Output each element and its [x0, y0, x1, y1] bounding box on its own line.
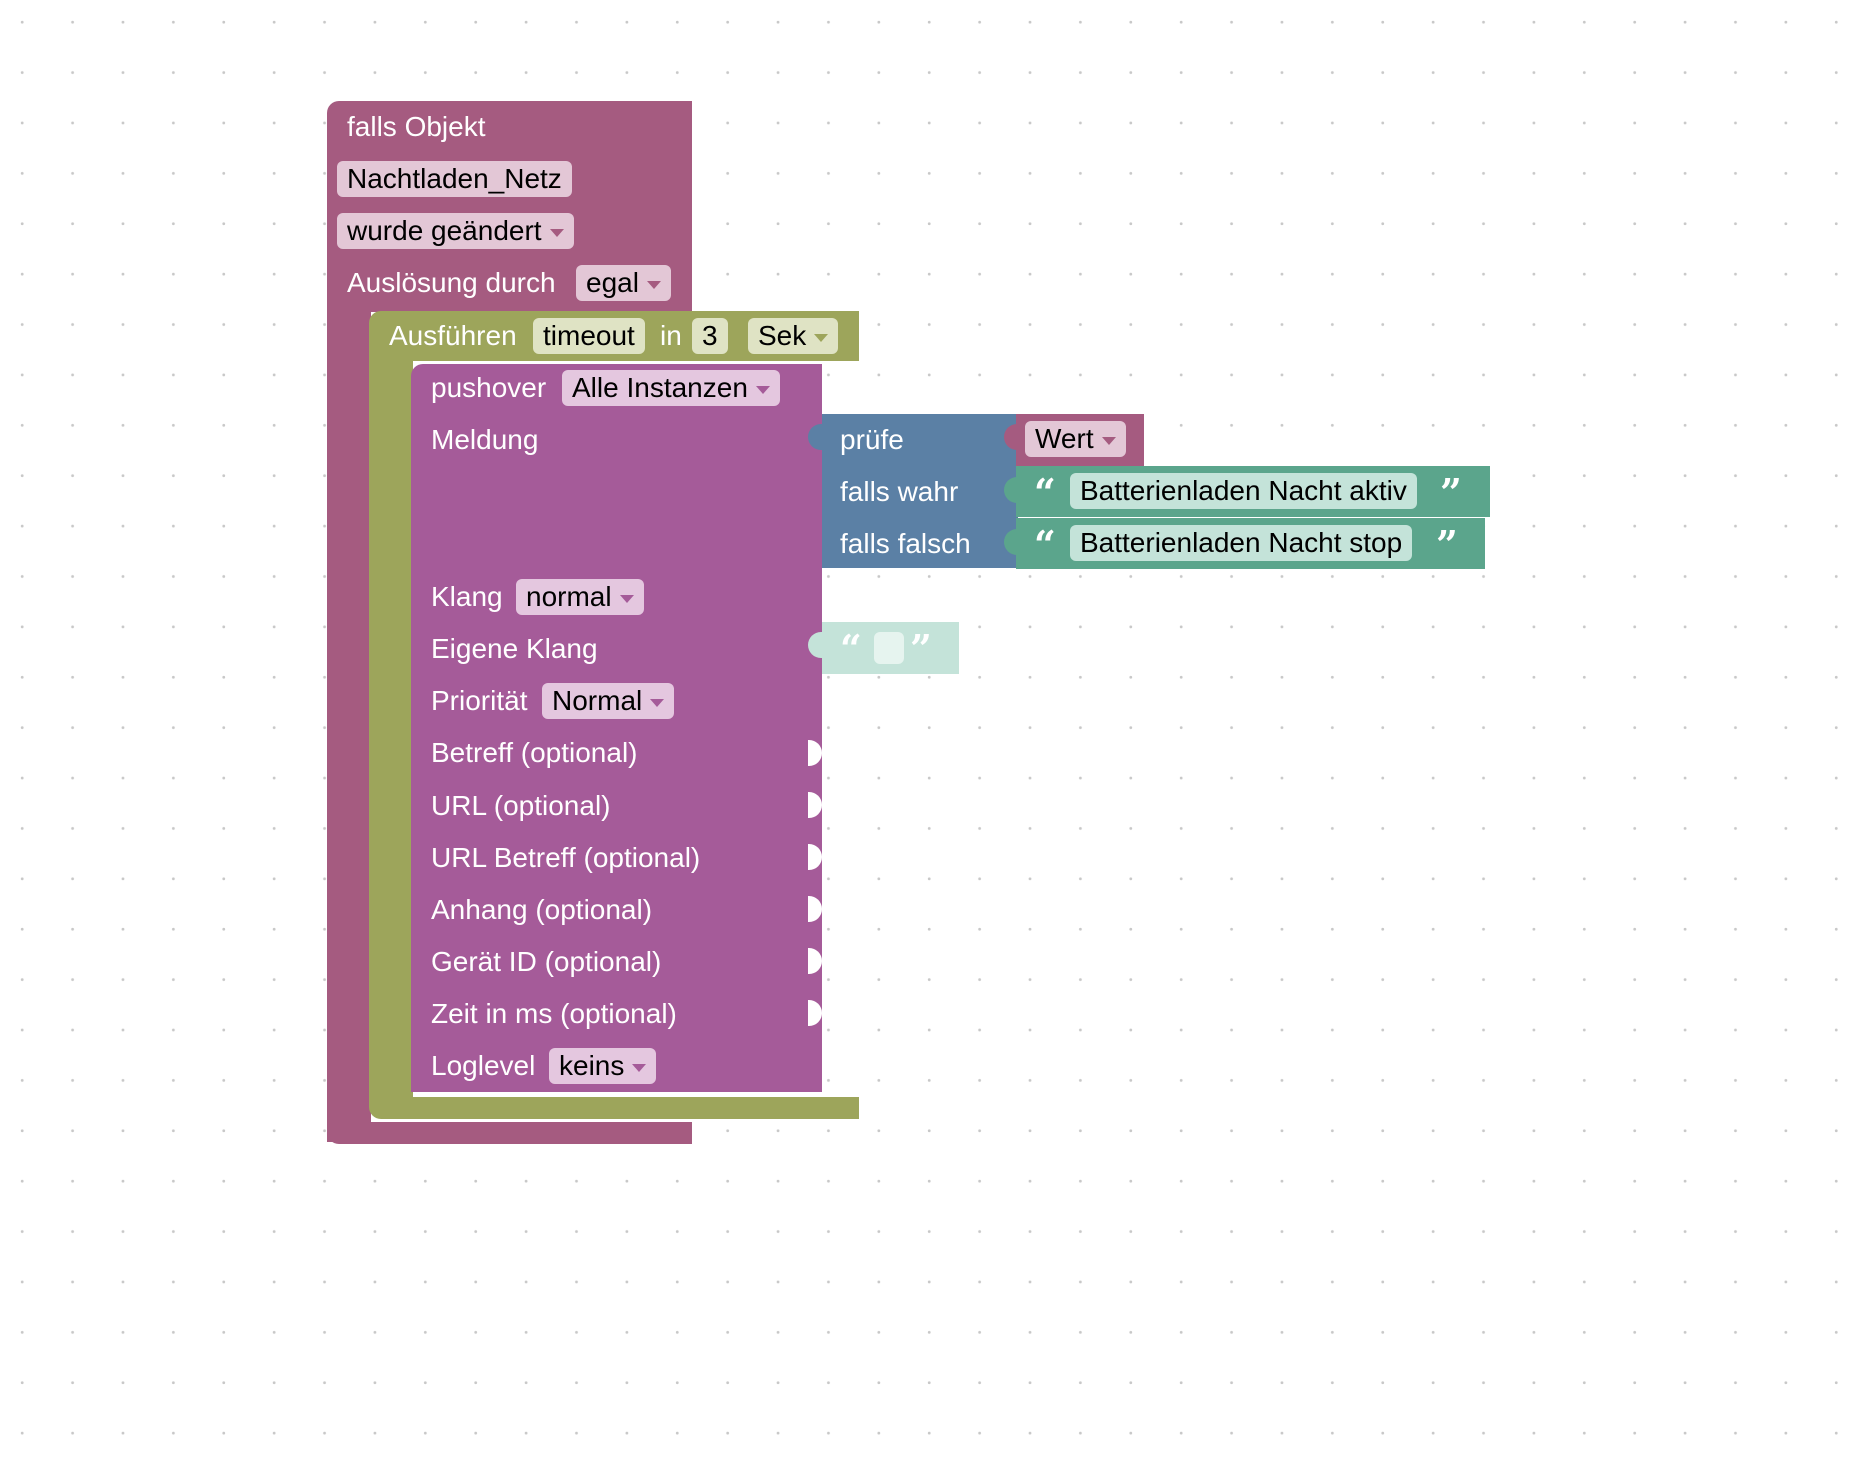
own-sound-output-tab [808, 632, 822, 658]
url-title-input-socket[interactable] [808, 844, 822, 870]
trigger-block-bottom [327, 1122, 692, 1144]
text-true-output-tab [1004, 477, 1018, 503]
open-quote-icon: “ [1034, 522, 1056, 567]
subject-input-socket[interactable] [808, 740, 822, 766]
timeout-in-label: in [660, 320, 682, 351]
value-dropdown[interactable]: Wert [1025, 421, 1126, 457]
message-label: Meldung [431, 424, 539, 455]
text-true-field[interactable]: Batterienladen Nacht aktiv [1070, 473, 1417, 509]
open-quote-icon: “ [840, 626, 862, 671]
value-output-tab [1004, 424, 1018, 450]
close-quote-icon: ” [1440, 470, 1462, 515]
url-title-label: URL Betreff (optional) [431, 842, 701, 873]
sound-dropdown[interactable]: normal [516, 579, 644, 615]
url-label: URL (optional) [431, 790, 611, 821]
ternary-block[interactable] [822, 414, 1018, 568]
attachment-input-socket[interactable] [808, 896, 822, 922]
trigger-title: falls Objekt [347, 111, 486, 142]
time-input-socket[interactable] [808, 1000, 822, 1026]
if-false-label: falls falsch [840, 528, 971, 559]
ternary-output-tab [808, 424, 822, 450]
own-sound-label: Eigene Klang [431, 633, 598, 664]
timeout-delay-field[interactable]: 3 [692, 318, 728, 354]
sound-label: Klang [431, 581, 503, 612]
device-input-socket[interactable] [808, 948, 822, 974]
text-false-field[interactable]: Batterienladen Nacht stop [1070, 525, 1413, 561]
pushover-label: pushover [431, 372, 547, 403]
timeout-label: Ausführen [389, 320, 517, 351]
time-ms-label: Zeit in ms (optional) [431, 998, 677, 1029]
attachment-label: Anhang (optional) [431, 894, 653, 925]
timeout-block-bottom [369, 1097, 859, 1119]
trigger-block-left-arm [327, 300, 371, 1142]
close-quote-icon: ” [910, 626, 932, 671]
pushover-block[interactable] [411, 364, 822, 1092]
priority-label: Priorität [431, 685, 528, 716]
priority-dropdown[interactable]: Normal [542, 683, 675, 719]
condition-dropdown[interactable]: wurde geändert [337, 213, 574, 249]
device-id-label: Gerät ID (optional) [431, 946, 662, 977]
timeout-block-left-arm [369, 355, 413, 1107]
loglevel-label: Loglevel [431, 1050, 536, 1081]
timeout-unit-dropdown[interactable]: Sek [748, 318, 839, 354]
loglevel-dropdown[interactable]: keins [549, 1048, 657, 1084]
own-sound-empty-field[interactable] [874, 632, 904, 664]
pushover-instance-dropdown[interactable]: Alle Instanzen [562, 370, 780, 406]
close-quote-icon: ” [1436, 522, 1458, 567]
trigger-by-dropdown[interactable]: egal [576, 265, 671, 301]
check-label: prüfe [840, 424, 904, 455]
open-quote-icon: “ [1034, 470, 1056, 515]
text-false-output-tab [1004, 529, 1018, 555]
timeout-name-field[interactable]: timeout [533, 318, 645, 354]
object-id-field[interactable]: Nachtladen_Netz [337, 161, 572, 197]
trigger-by-label: Auslösung durch [347, 267, 556, 298]
if-true-label: falls wahr [840, 476, 959, 507]
url-input-socket[interactable] [808, 792, 822, 818]
subject-label: Betreff (optional) [431, 737, 638, 768]
